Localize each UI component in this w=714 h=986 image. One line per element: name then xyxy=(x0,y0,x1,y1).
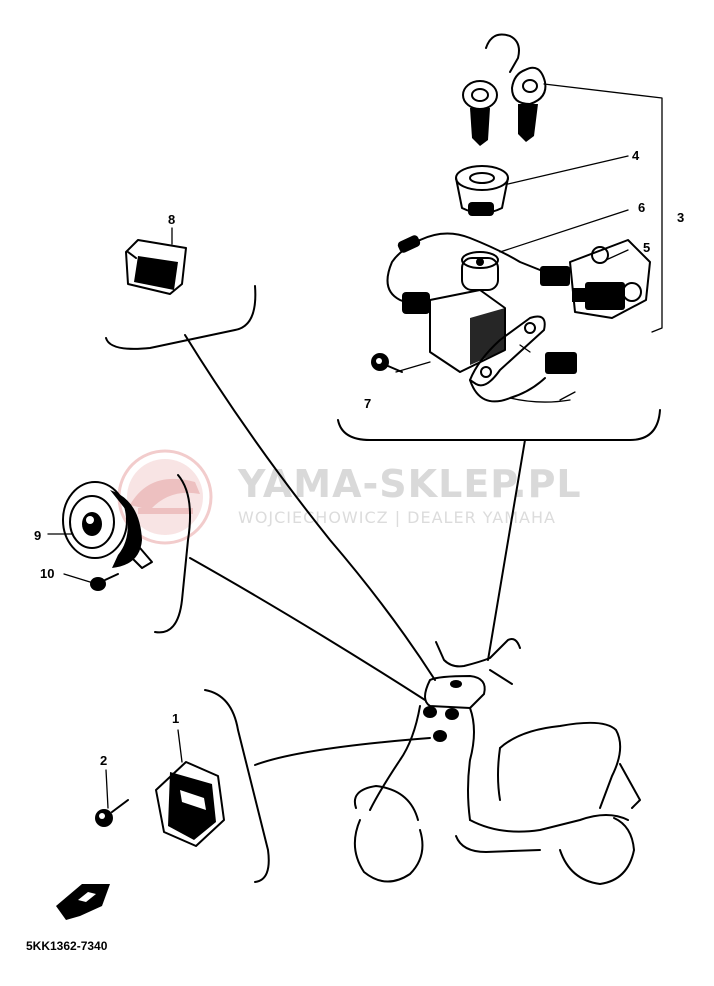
callout-10: 10 xyxy=(40,566,54,581)
part-8-component xyxy=(125,239,187,295)
watermark-logo xyxy=(117,449,213,545)
callout-2: 2 xyxy=(100,753,107,768)
leader-lines xyxy=(184,334,526,766)
callout-3: 3 xyxy=(677,210,684,225)
callout-6: 6 xyxy=(638,200,645,215)
screw-part-10 xyxy=(90,573,119,591)
lock-cylinder xyxy=(455,165,509,216)
relay-part-1 xyxy=(155,761,225,847)
drawing-code: 5KK1362-7340 xyxy=(26,939,108,953)
watermark-subtitle: WOJCIECHOWICZ | DEALER YAMAHA xyxy=(238,508,556,527)
bracket-relay xyxy=(204,689,270,883)
callout-leaders xyxy=(47,83,663,809)
callout-5: 5 xyxy=(643,240,650,255)
callout-9: 9 xyxy=(34,528,41,543)
key-set xyxy=(462,33,547,146)
watermark-title: YAMA-SKLEP.PL xyxy=(237,462,582,506)
horn-part-9 xyxy=(62,481,153,569)
callout-1: 1 xyxy=(172,711,179,726)
callout-8: 8 xyxy=(168,212,175,227)
screw-part-7 xyxy=(371,353,403,373)
callout-7: 7 xyxy=(364,396,371,411)
callout-4: 4 xyxy=(632,148,640,163)
direction-arrow-icon xyxy=(56,884,110,920)
ignition-switch-assembly xyxy=(386,232,651,403)
scooter-silhouette xyxy=(353,638,641,885)
bolt-part-2 xyxy=(95,799,129,827)
bracket-horn xyxy=(154,474,191,634)
bracket-part-8 xyxy=(105,285,257,350)
bracket-ignition-group xyxy=(337,409,661,441)
